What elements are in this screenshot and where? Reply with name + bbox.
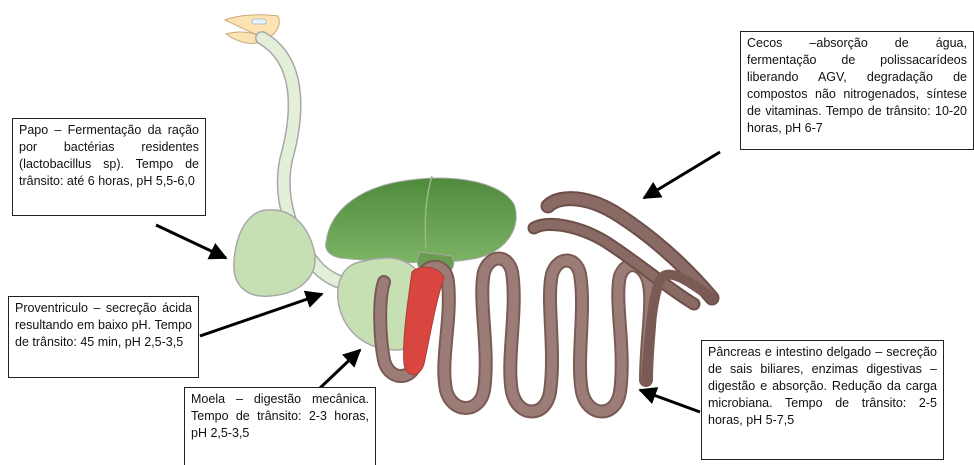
arrow-cecos bbox=[644, 152, 720, 198]
arrow-moela bbox=[320, 350, 360, 388]
arrow-pancreas bbox=[640, 390, 700, 412]
label-pancreas: Pâncreas e intestino delgado – secreção … bbox=[701, 340, 944, 460]
label-papo: Papo – Fermentação da ração por bactéria… bbox=[12, 118, 206, 216]
label-cecos: Cecos –absorção de água, fermentação de … bbox=[740, 31, 974, 150]
label-proventriculo: Proventriculo – secreção ácida resultand… bbox=[8, 296, 199, 378]
label-moela: Moela – digestão mecânica. Tempo de trân… bbox=[184, 387, 376, 465]
crop bbox=[234, 210, 315, 296]
arrow-papo bbox=[156, 225, 226, 258]
arrow-proventriculo bbox=[200, 294, 322, 336]
liver bbox=[326, 178, 517, 263]
